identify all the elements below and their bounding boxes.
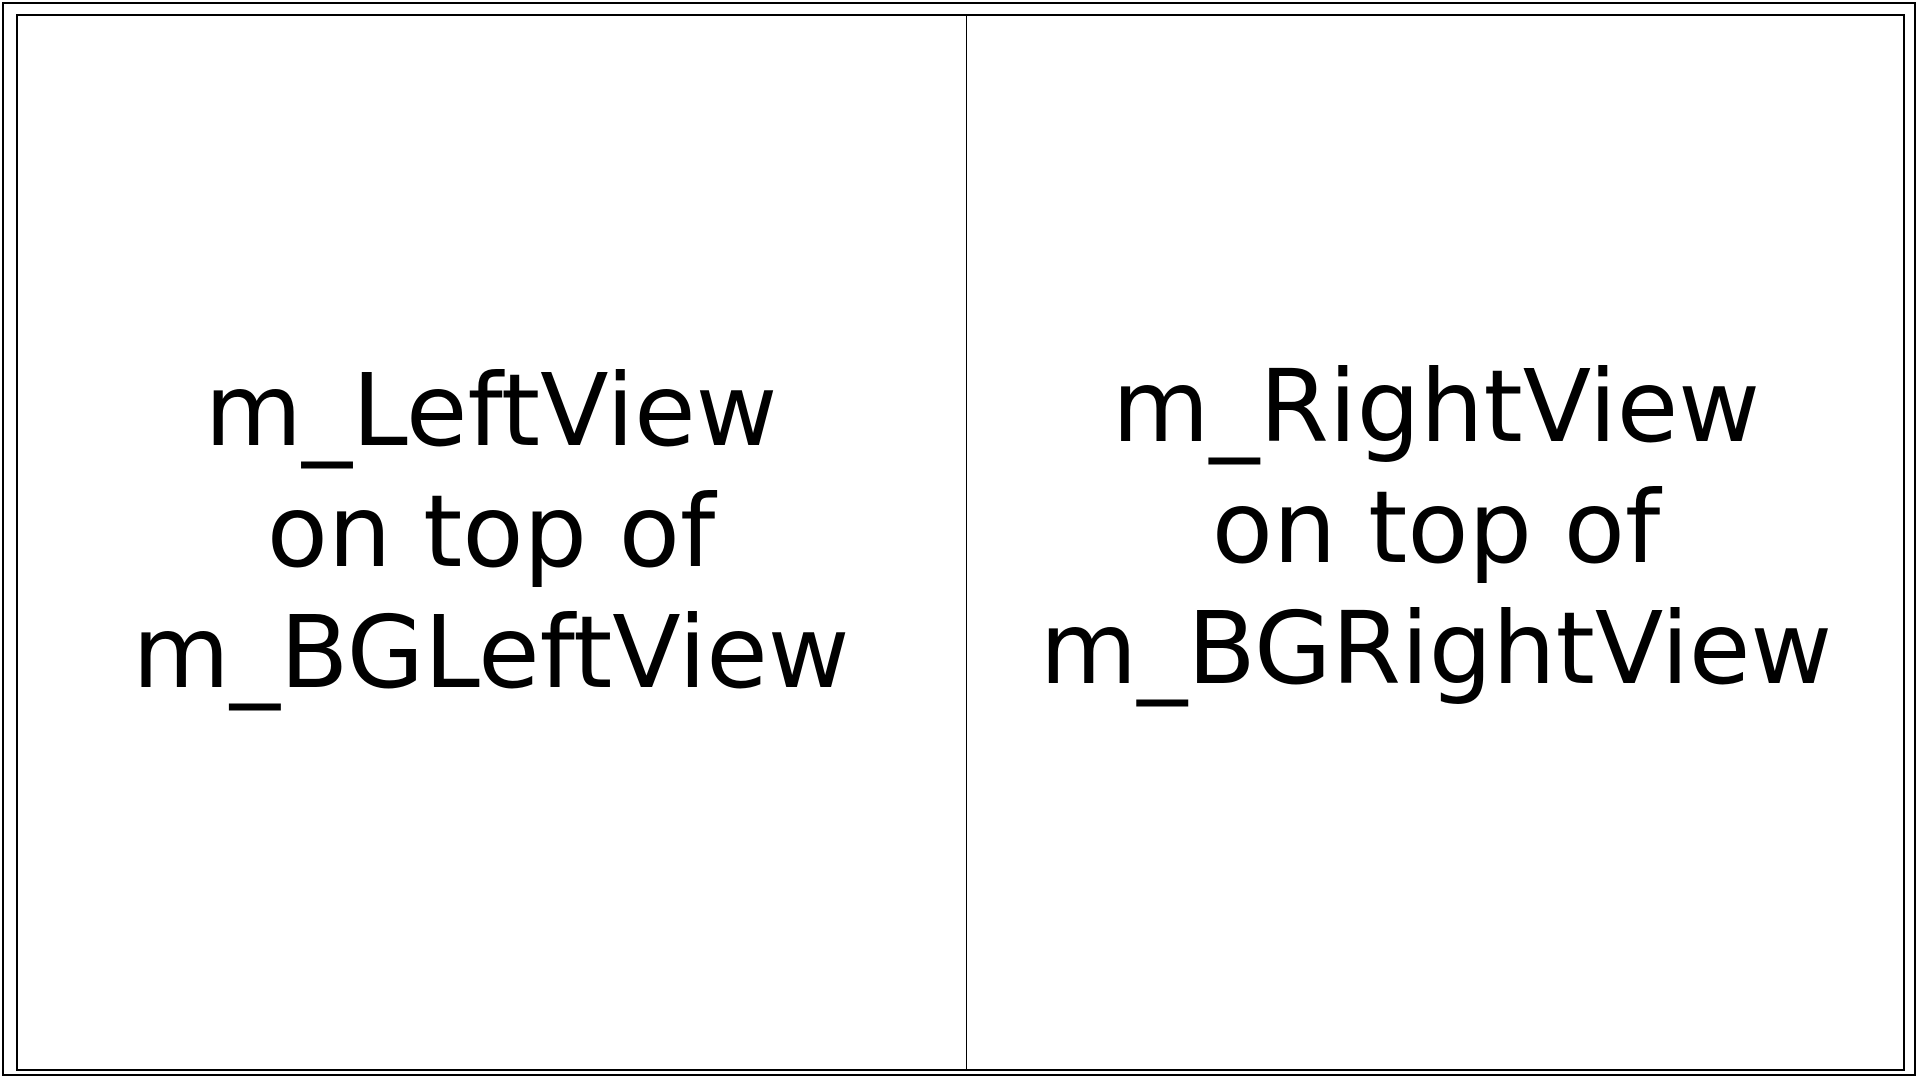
right-background-view-name: m_BGRightView [1039, 590, 1833, 707]
right-view-pane: m_RightView on top of m_BGRightView [967, 14, 1905, 1071]
left-view-pane: m_LeftView on top of m_BGLeftView [16, 14, 966, 1071]
left-view-relation: on top of [266, 473, 716, 590]
right-view-relation: on top of [1211, 469, 1661, 586]
right-view-name: m_RightView [1111, 348, 1761, 465]
left-view-caption: m_LeftView on top of m_BGLeftView [132, 350, 849, 713]
splitter-divider[interactable] [966, 14, 967, 1071]
left-background-view-name: m_BGLeftView [132, 594, 850, 711]
right-view-caption: m_RightView on top of m_BGRightView [1040, 346, 1832, 709]
left-view-name: m_LeftView [204, 352, 778, 469]
split-view-container [16, 14, 1905, 1071]
